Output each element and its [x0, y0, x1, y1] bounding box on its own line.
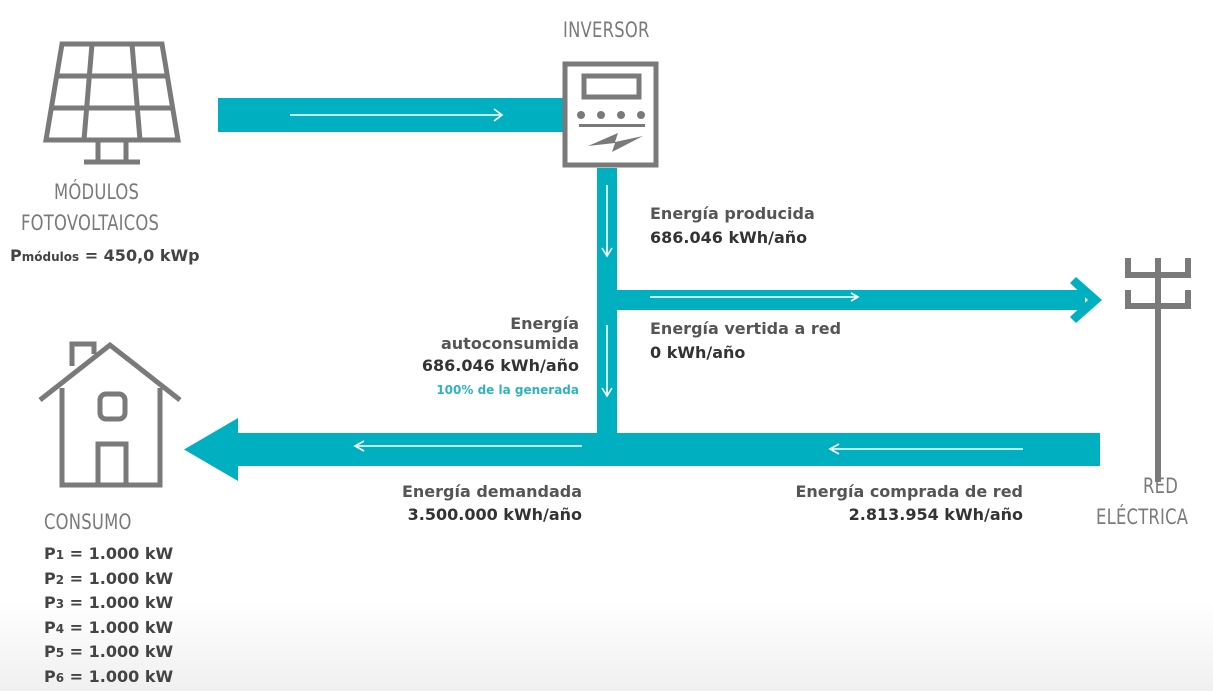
arrow-right-icon: [290, 108, 504, 122]
contracted-power-item: P6 = 1.000 kW: [44, 667, 174, 686]
exported-value: 0 kWh/año: [650, 343, 746, 362]
self-consumed-value: 686.046 kWh/año: [421, 356, 579, 375]
flow-band-to-grid: [597, 290, 1085, 310]
self-consumed-share: 100% de la generada: [436, 383, 579, 397]
solar-panel-icon: [43, 41, 181, 165]
demanded-value: 3.500.000 kWh/año: [407, 505, 582, 524]
flow-arrowhead-to-house: [184, 418, 238, 481]
flow-bands: [184, 98, 1102, 481]
modules-power: Pmódulos = 450,0 kWp: [10, 246, 200, 265]
contracted-power-item: P5 = 1.000 kW: [44, 642, 174, 662]
self-consumed-label-line2: autoconsumida: [440, 334, 579, 353]
modules-title-line1: MÓDULOS: [54, 180, 140, 204]
contracted-power-item: P1 = 1.000 kW: [44, 544, 174, 563]
power-pole-icon: [1125, 258, 1191, 482]
arrow-left-icon: [353, 440, 582, 452]
self-consumed-label-line1: Energía: [510, 314, 579, 333]
produced-label: Energía producida: [650, 204, 815, 223]
demanded-label: Energía demandada: [401, 482, 582, 501]
inverter-title: INVERSOR: [563, 18, 650, 42]
grid-title-line2: ELÉCTRICA: [1096, 505, 1189, 529]
grid-title-line1: RED: [1143, 474, 1179, 498]
purchased-value: 2.813.954 kWh/año: [848, 505, 1023, 524]
contracted-power-item: P2 = 1.000 kW: [44, 568, 174, 588]
inverter-icon: [562, 61, 659, 168]
house-icon: [38, 341, 182, 488]
purchased-label: Energía comprada de red: [795, 482, 1023, 501]
arrow-down-icon: [601, 325, 613, 398]
flow-arrowhead-to-grid: [1070, 277, 1102, 323]
flow-direction-arrows: [290, 108, 1023, 455]
background-shade: [0, 600, 1213, 691]
consumption-title: CONSUMO: [44, 510, 132, 534]
modules-title-line2: FOTOVOLTAICOS: [21, 211, 160, 235]
contracted-power-item: P4 = 1.000 kW: [44, 617, 174, 637]
arrow-right-icon: [650, 292, 860, 302]
arrow-left-icon: [828, 443, 1023, 455]
arrow-down-icon: [601, 185, 613, 258]
exported-label: Energía vertida a red: [650, 319, 842, 338]
contracted-power-item: P3 = 1.000 kW: [44, 593, 174, 613]
produced-value: 686.046 kWh/año: [650, 228, 808, 247]
